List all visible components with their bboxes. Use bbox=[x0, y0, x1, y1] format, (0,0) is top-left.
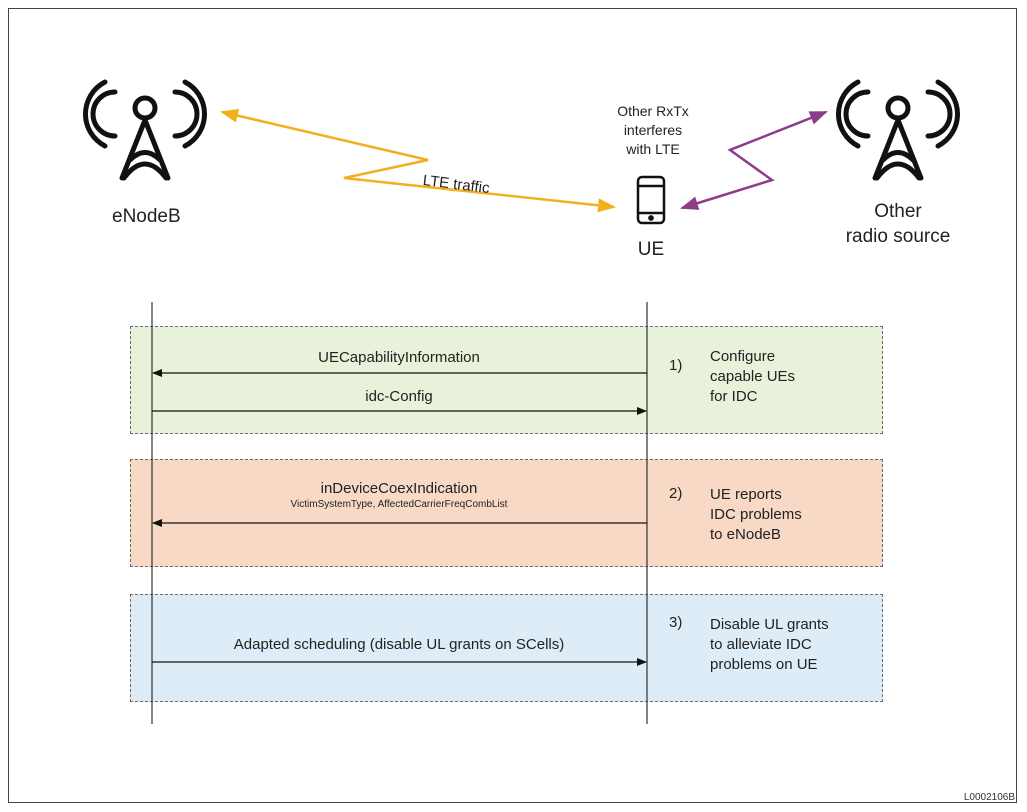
enodeb-label: eNodeB bbox=[112, 206, 181, 227]
ue-label: UE bbox=[637, 239, 665, 260]
interference-note-line1: Other RxTx bbox=[617, 103, 689, 119]
step-3-band bbox=[130, 594, 883, 702]
step-2-desc-line2: IDC problems bbox=[710, 506, 802, 523]
step-3-desc-line3: problems on UE bbox=[710, 656, 818, 673]
indevicecoex-label: inDeviceCoexIndication bbox=[320, 480, 478, 497]
other-label-line1: Other bbox=[874, 201, 922, 222]
adapted-scheduling-label: Adapted scheduling (disable UL grants on… bbox=[233, 636, 565, 653]
step-2-band bbox=[130, 459, 883, 567]
other-label-line2: radio source bbox=[845, 226, 951, 247]
figure-code: L0002106B bbox=[963, 792, 1015, 803]
step-2-number: 2) bbox=[669, 485, 683, 502]
step-3-desc-line1: Disable UL grants bbox=[710, 616, 829, 633]
other-radio-tower-icon bbox=[835, 79, 961, 181]
step-2-desc-line3: to eNodeB bbox=[710, 526, 781, 543]
idc-config-label: idc-Config bbox=[365, 388, 433, 405]
interference-note-line3: with LTE bbox=[626, 141, 680, 157]
uecapability-label: UECapabilityInformation bbox=[318, 349, 480, 366]
step-3-number: 3) bbox=[669, 614, 683, 631]
ue-phone-icon bbox=[636, 175, 666, 225]
enodeb-tower-icon bbox=[82, 79, 208, 181]
step-1-desc-line3: for IDC bbox=[710, 388, 758, 405]
step-1-number: 1) bbox=[669, 357, 683, 374]
step-2-desc-line1: UE reports bbox=[710, 486, 782, 503]
lte-traffic-link bbox=[220, 108, 616, 213]
step-1-desc-line2: capable UEs bbox=[710, 368, 796, 385]
step-1-band bbox=[130, 326, 883, 434]
step-3-desc-line2: to alleviate IDC bbox=[710, 636, 812, 653]
interference-note-line2: interferes bbox=[623, 122, 683, 138]
step-1-desc-line1: Configure bbox=[710, 348, 776, 365]
figure-frame bbox=[8, 8, 1017, 803]
indevicecoex-sublabel: VictimSystemType, AffectedCarrierFreqCom… bbox=[290, 499, 508, 510]
interference-link bbox=[680, 110, 828, 210]
